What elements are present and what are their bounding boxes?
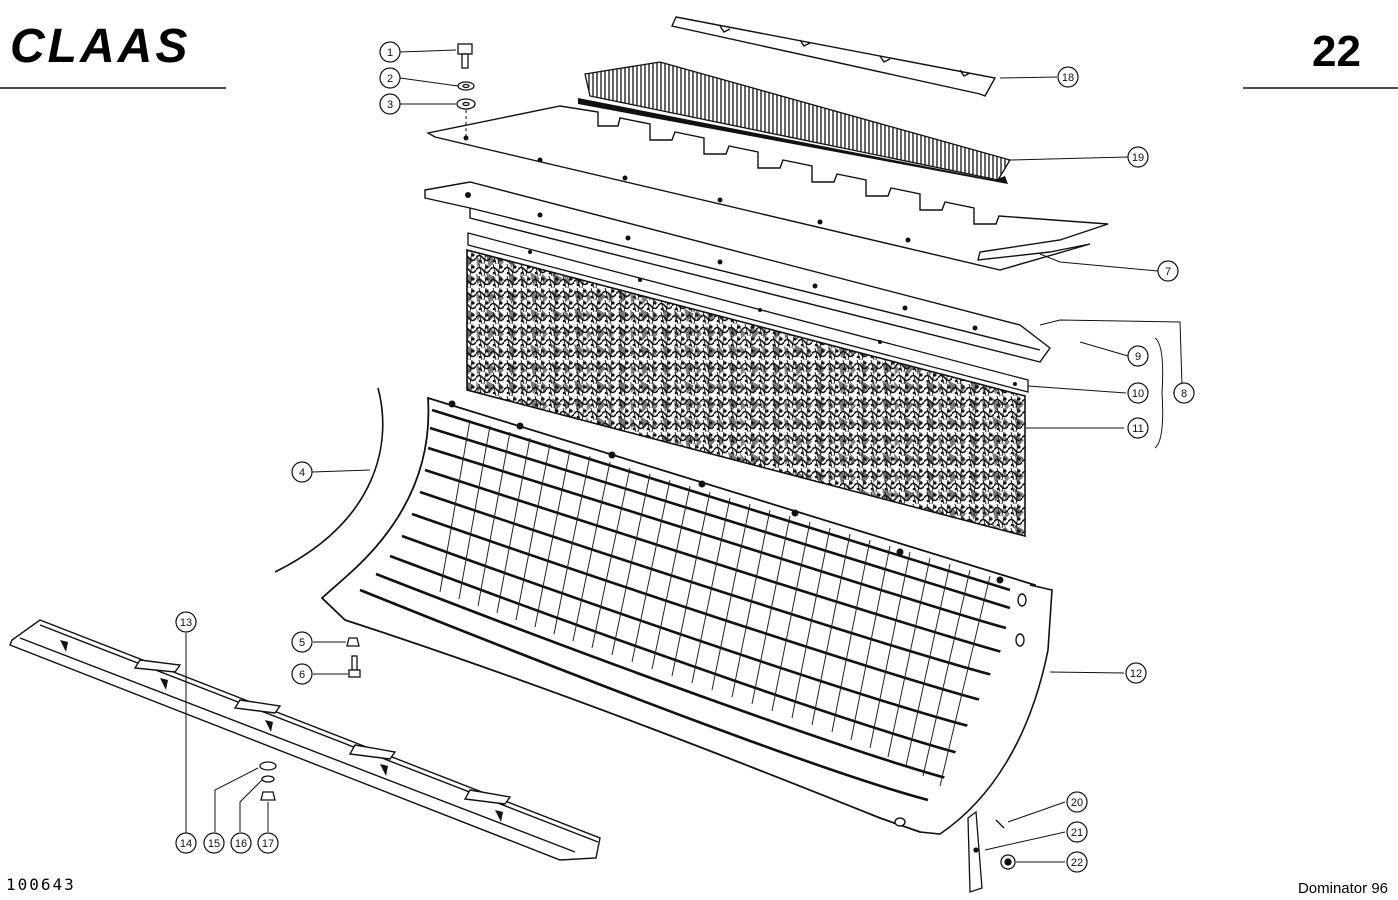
model-name: Dominator 96: [1298, 880, 1388, 897]
callout-21: 21: [1066, 821, 1088, 843]
hardware-nut-22: [1000, 854, 1016, 870]
svg-text:7: 7: [1165, 266, 1171, 278]
callout-14: 14: [175, 832, 197, 854]
callout-4: 4: [291, 461, 313, 483]
callout-7: 7: [1157, 260, 1179, 282]
svg-text:18: 18: [1062, 72, 1074, 84]
svg-text:20: 20: [1071, 797, 1083, 809]
svg-text:21: 21: [1071, 827, 1083, 839]
callout-1: 1: [379, 41, 401, 63]
part-wire-mesh-panel: [466, 248, 1026, 538]
hardware-washer-3: [456, 98, 476, 110]
svg-text:16: 16: [235, 838, 247, 850]
svg-text:17: 17: [262, 838, 274, 850]
callout-12: 12: [1125, 662, 1147, 684]
callout-8: 8: [1173, 382, 1195, 404]
svg-text:22: 22: [1071, 857, 1083, 869]
hardware-bolt-6: [348, 655, 361, 678]
hardware-pin-20: [995, 819, 1005, 829]
callout-13: 13: [175, 611, 197, 633]
part-slatted-grille: [578, 61, 1011, 184]
callout-18: 18: [1057, 66, 1079, 88]
svg-text:8: 8: [1181, 388, 1187, 400]
callout-20: 20: [1066, 791, 1088, 813]
callout-10: 10: [1127, 382, 1149, 404]
part-toothed-plate: [426, 105, 1109, 271]
leader-lines: [185, 49, 1188, 863]
hardware-fasteners-15-17: [259, 761, 277, 801]
svg-text:5: 5: [299, 637, 305, 649]
part-angle-strip: [424, 181, 1051, 363]
callout-19: 19: [1127, 146, 1149, 168]
svg-text:13: 13: [180, 617, 192, 629]
svg-text:15: 15: [208, 838, 220, 850]
callout-17: 17: [257, 832, 279, 854]
callout-16: 16: [230, 832, 252, 854]
footer: 100643 Dominator 96: [6, 875, 1388, 897]
page-number: 22: [1312, 27, 1361, 76]
svg-text:10: 10: [1132, 388, 1144, 400]
brand-logo: CLAAS: [10, 20, 190, 73]
part-concave-grate: [320, 396, 1053, 835]
svg-text:9: 9: [1135, 351, 1141, 363]
svg-text:2: 2: [387, 73, 393, 85]
svg-text:1: 1: [387, 47, 393, 59]
part-concave-arc: [274, 387, 384, 573]
hardware-bracket-21: [967, 810, 983, 893]
svg-text:4: 4: [299, 467, 305, 479]
part-flat-strip: [467, 232, 1029, 393]
svg-text:12: 12: [1130, 668, 1142, 680]
svg-text:3: 3: [387, 99, 393, 111]
hardware-nut-5: [346, 637, 360, 647]
svg-text:6: 6: [299, 669, 305, 681]
part-long-rail: [9, 619, 601, 861]
callout-5: 5: [291, 631, 313, 653]
callout-15: 15: [203, 832, 225, 854]
callout-22: 22: [1066, 851, 1088, 873]
svg-text:11: 11: [1132, 423, 1143, 435]
hardware-washer-2: [457, 81, 475, 91]
callout-9: 9: [1127, 345, 1149, 367]
header: CLAAS 22: [0, 20, 1398, 89]
callout-6: 6: [291, 663, 313, 685]
hardware-bolt-top: [457, 43, 473, 69]
callouts: 1 2 3 4 5 6 7 8 9 10 11 12 13 14 15 16 1…: [175, 41, 1195, 873]
drawing-number: 100643: [6, 875, 76, 894]
callout-3: 3: [379, 93, 401, 115]
callout-2: 2: [379, 67, 401, 89]
svg-text:19: 19: [1132, 152, 1144, 164]
callout-11: 11: [1127, 417, 1149, 439]
part-top-strip: [671, 16, 997, 97]
svg-text:14: 14: [180, 838, 192, 850]
